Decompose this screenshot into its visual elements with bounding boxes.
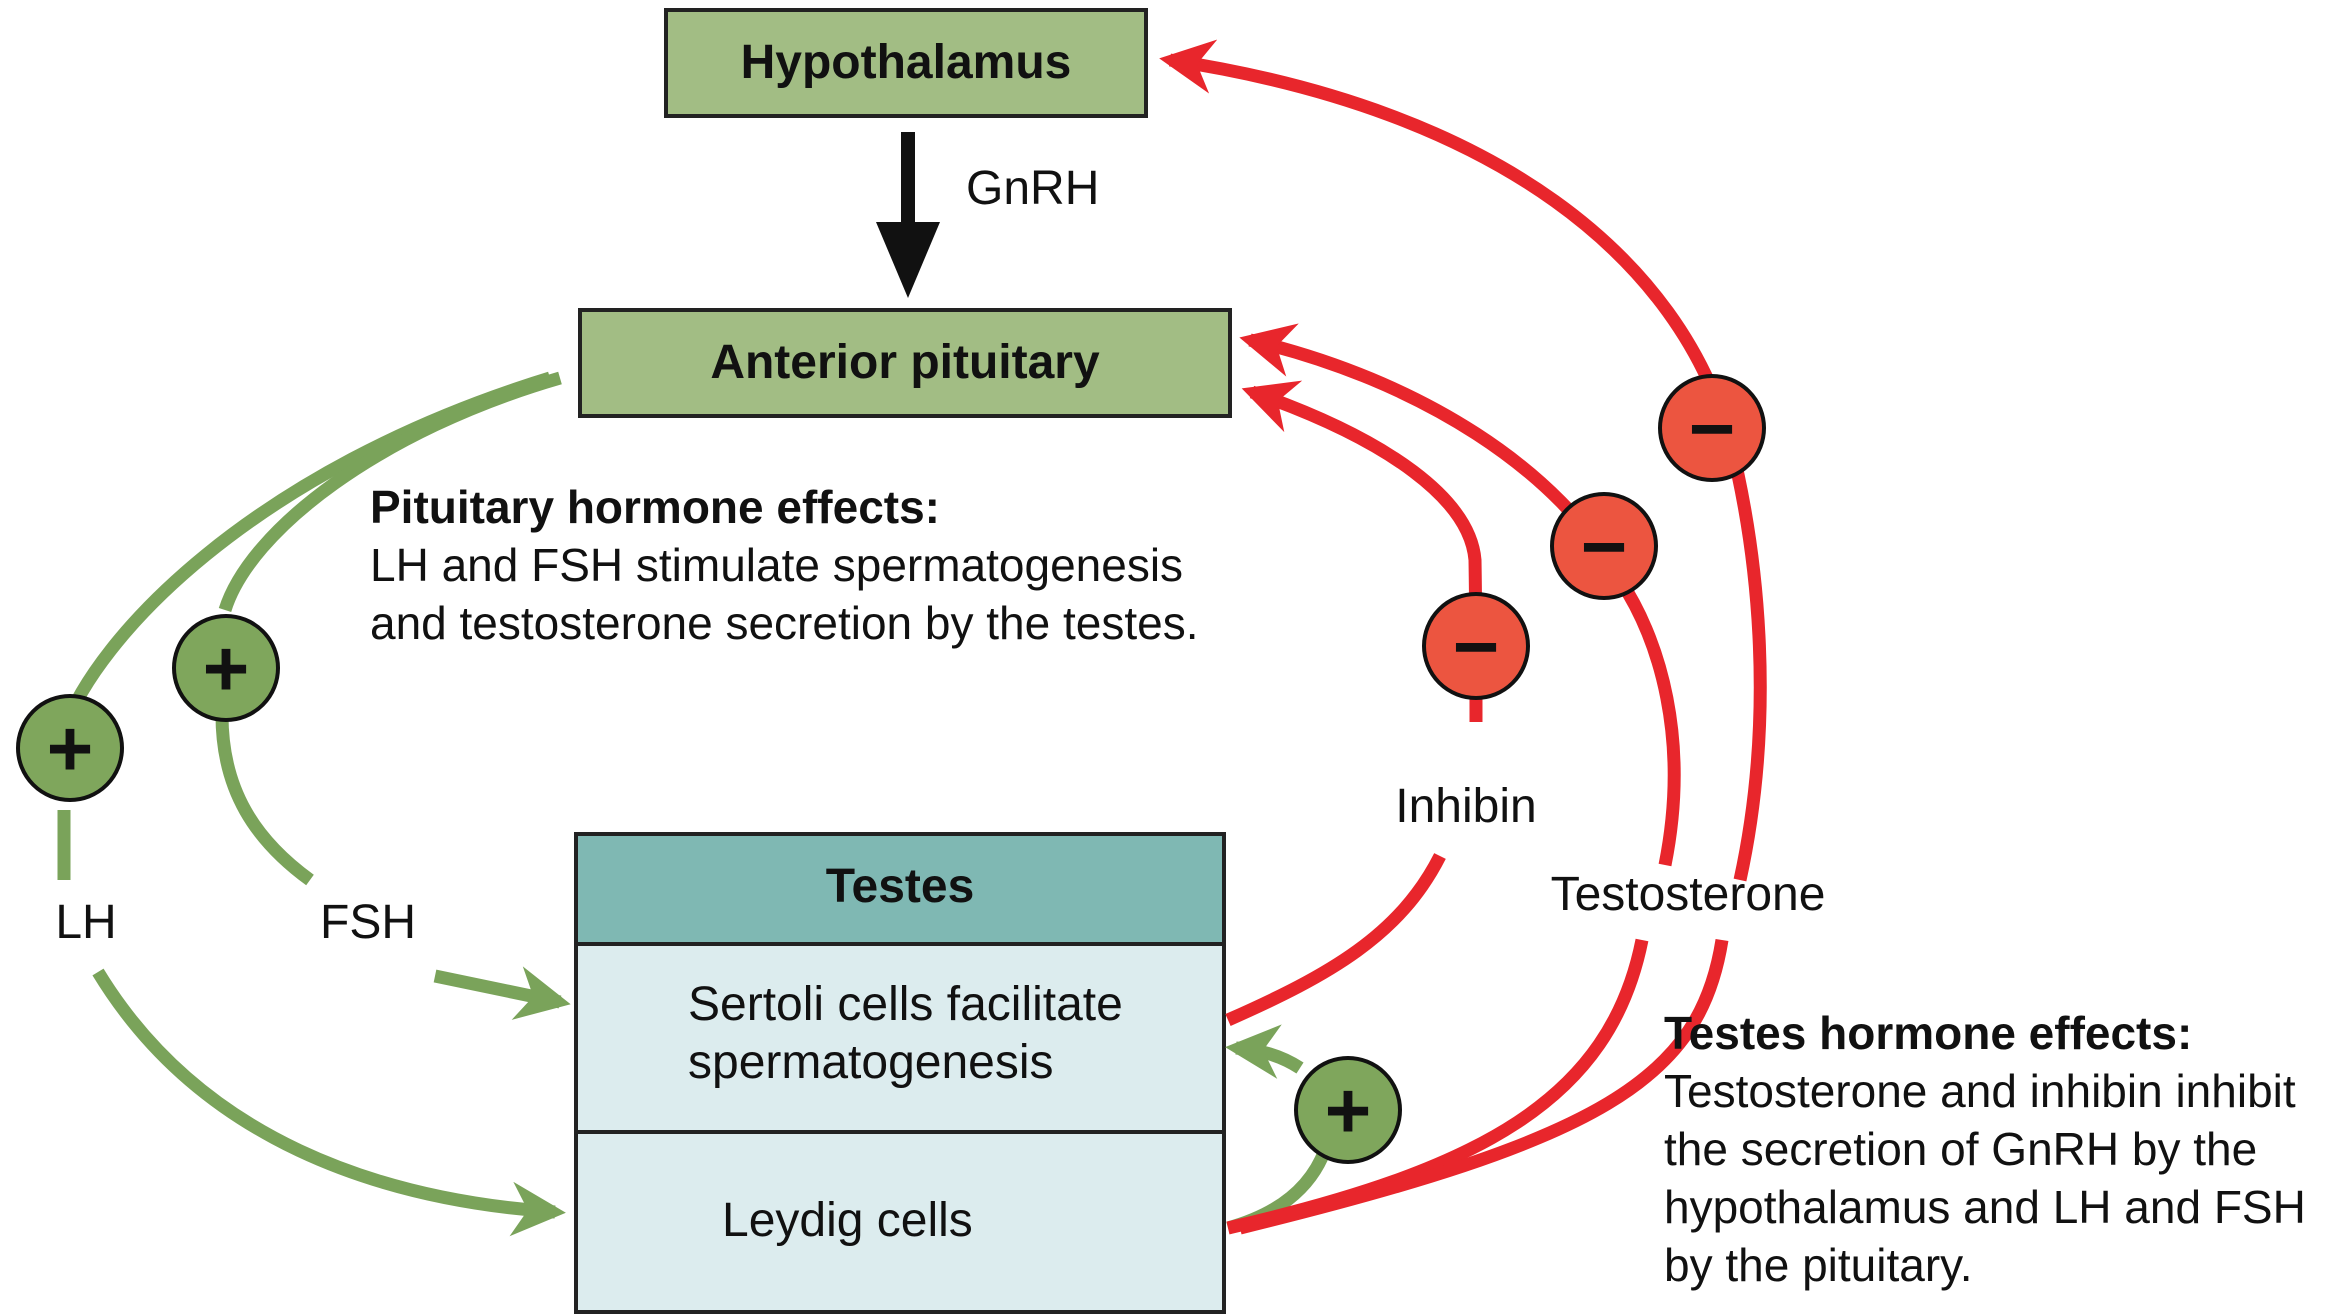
plus-badge-fsh: +	[172, 614, 280, 722]
svg-text:+: +	[47, 704, 94, 793]
sertoli-label-line1: Sertoli cells facilitate	[688, 978, 1123, 1031]
testosterone-label: Testosterone	[1551, 868, 1826, 921]
fsh-label: FSH	[320, 896, 416, 949]
anterior-pituitary-label: Anterior pituitary	[710, 336, 1100, 389]
leydig-label: Leydig cells	[722, 1194, 973, 1247]
pituitary-effects-note: Pituitary hormone effects: LH and FSH st…	[370, 478, 1199, 652]
inhibin-label: Inhibin	[1395, 780, 1536, 833]
plus-badge-lh: +	[16, 694, 124, 802]
gnrh-arrow	[876, 132, 940, 298]
pituitary-effects-heading: Pituitary hormone effects:	[370, 481, 940, 533]
svg-text:+: +	[203, 624, 250, 713]
plus-badge-leydig: +	[1294, 1056, 1402, 1164]
minus-badge-testosterone-hypothalamus: −	[1658, 374, 1766, 482]
pituitary-effects-line: and testosterone secretion by the testes…	[370, 597, 1199, 649]
minus-badge-inhibin: −	[1422, 592, 1530, 700]
fsh-path	[215, 371, 571, 1020]
testes-effects-line: the secretion of GnRH by the	[1664, 1123, 2258, 1175]
svg-text:−: −	[1689, 384, 1736, 473]
svg-text:−: −	[1581, 502, 1628, 591]
svg-text:+: +	[1325, 1066, 1372, 1155]
hypothalamus-box: Hypothalamus	[664, 8, 1148, 118]
inhibin-path	[1225, 380, 1483, 1026]
pituitary-effects-line: LH and FSH stimulate spermatogenesis	[370, 539, 1184, 591]
testes-effects-heading: Testes hormone effects:	[1664, 1007, 2193, 1059]
testes-effects-line: by the pituitary.	[1664, 1239, 1973, 1291]
testes-box: Testes Sertoli cells facilitate spermato…	[574, 832, 1226, 1314]
sertoli-label-line2: spermatogenesis	[688, 1036, 1054, 1089]
testes-effects-line: hypothalamus and LH and FSH	[1664, 1181, 2306, 1233]
testes-effects-line: Testosterone and inhibin inhibit	[1664, 1065, 2296, 1117]
hypothalamus-label: Hypothalamus	[741, 36, 1072, 89]
minus-badge-testosterone-pituitary: −	[1550, 492, 1658, 600]
lh-label: LH	[55, 896, 116, 949]
svg-text:−: −	[1453, 602, 1500, 691]
testes-effects-note: Testes hormone effects: Testosterone and…	[1664, 1004, 2306, 1294]
gnrh-label: GnRH	[966, 162, 1099, 215]
testes-label: Testes	[826, 860, 975, 913]
anterior-pituitary-box: Anterior pituitary	[578, 308, 1232, 418]
